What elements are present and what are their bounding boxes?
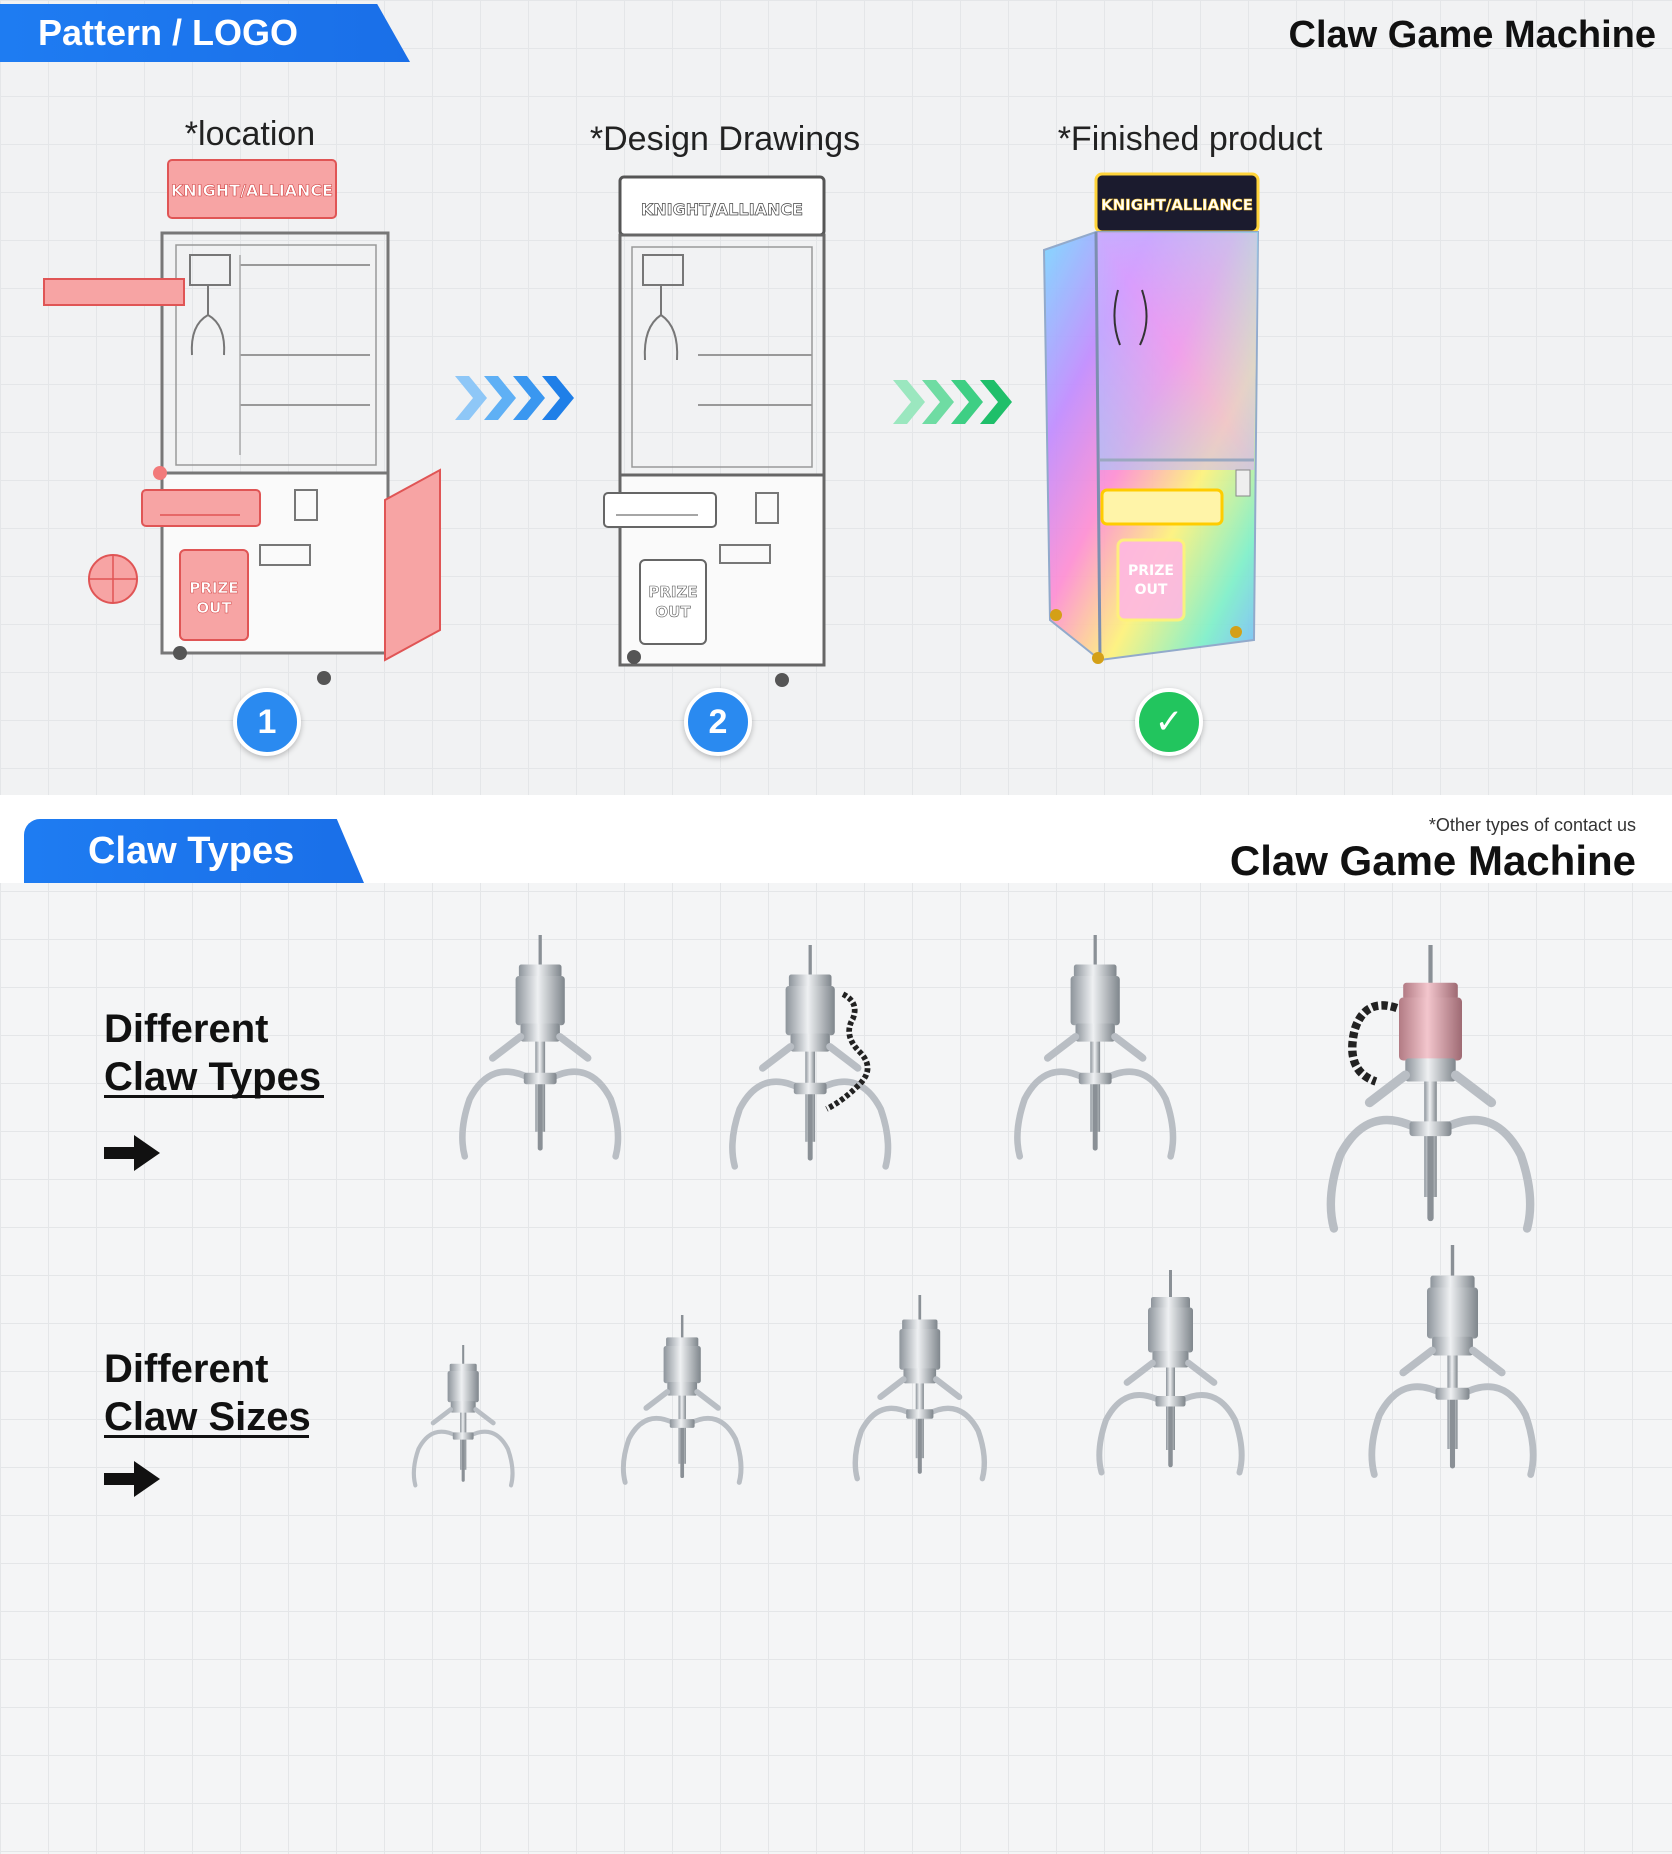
design-prize-line1: PRIZE	[648, 583, 697, 601]
finished-prize-line1: PRIZE	[1128, 563, 1174, 579]
claw-sizes-label: Different Claw Sizes	[104, 1345, 311, 1441]
claw-types-section: Claw Types *Other types of contact us Cl…	[0, 795, 1672, 1854]
top-title: Claw Game Machine	[1288, 14, 1656, 56]
pattern-logo-section: Pattern / LOGO Claw Game Machine *locati…	[0, 0, 1672, 795]
claw-image	[728, 945, 892, 1170]
claw-image	[620, 1315, 744, 1485]
step-caption-finished: *Finished product	[1057, 120, 1323, 158]
claw-types-label-line2: Claw Types	[104, 1055, 322, 1099]
arrow-right-icon	[104, 1135, 160, 1171]
sign-text: KNIGHT/ALLIANCE	[171, 181, 333, 200]
step-badge-1: 1	[233, 688, 301, 756]
claw-types-label-line1: Different	[104, 1007, 269, 1051]
claw-sizes-underline	[104, 1435, 309, 1438]
pattern-logo-tab-label: Pattern / LOGO	[38, 12, 299, 53]
claw-sizes-label-line2: Claw Sizes	[104, 1395, 311, 1439]
progress-arrows-blue	[455, 376, 574, 420]
claw-types-underline	[104, 1095, 324, 1098]
claw-sizes-label-line1: Different	[104, 1347, 269, 1391]
step-caption-location: *location	[184, 115, 316, 153]
finished-prize-line2: OUT	[1135, 582, 1168, 598]
bottom-note: *Other types of contact us	[1428, 815, 1636, 835]
finished-sign-text: KNIGHT/ALLIANCE	[1101, 196, 1253, 214]
prize-door-line2: OUT	[196, 599, 232, 617]
design-sign-text: KNIGHT/ALLIANCE	[641, 200, 803, 219]
machine-finished-product: KNIGHT/ALLIANCE PRIZE OUT	[1042, 172, 1260, 664]
pattern-logo-tab: Pattern / LOGO	[0, 4, 410, 62]
claw-types-label: Different Claw Types	[104, 1005, 321, 1101]
claw-image	[458, 935, 622, 1160]
claw-image	[411, 1345, 515, 1488]
claw-image	[1326, 945, 1534, 1233]
claw-types-tab-label: Claw Types	[88, 829, 295, 872]
claw-image	[1013, 935, 1177, 1160]
design-prize-line2: OUT	[655, 603, 691, 621]
step-badge-check: ✓	[1135, 688, 1203, 756]
claw-types-tab: Claw Types	[24, 819, 364, 883]
prize-door-line1: PRIZE	[189, 579, 238, 597]
claw-image	[1367, 1245, 1537, 1478]
bottom-title: Claw Game Machine	[1229, 837, 1636, 884]
claw-image	[852, 1295, 988, 1482]
progress-arrows-green	[893, 380, 1012, 424]
step-caption-design: *Design Drawings	[589, 120, 861, 158]
arrow-right-icon	[104, 1461, 160, 1497]
machine-design-drawing: KNIGHT/ALLIANCE PRIZE OUT	[603, 175, 826, 687]
machine-location-drawing: KNIGHT/ALLIANCE PRIZE OUT	[43, 159, 441, 685]
claw-image	[1095, 1270, 1245, 1476]
step-badge-2: 2	[684, 688, 752, 756]
